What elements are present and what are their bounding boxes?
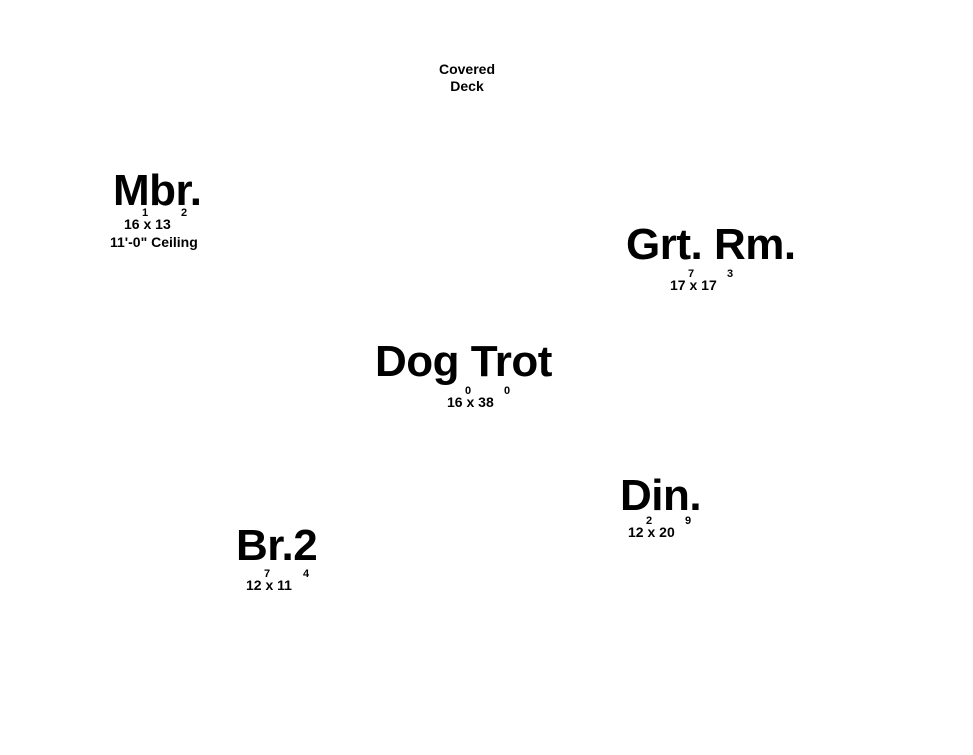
room-dimensions: 17 x 17 7 3: [670, 268, 796, 294]
room-dimensions: 16 x 38 0 0: [447, 385, 552, 411]
dim-width: 12: [246, 577, 262, 593]
dim-width: 16: [447, 394, 463, 410]
room-dining: Din. 12 x 20 2 9: [620, 471, 702, 541]
room-name: Mbr.: [113, 166, 202, 215]
dim-length: 38: [478, 394, 494, 410]
dim-length: 11: [277, 577, 292, 593]
room-master-bedroom: Mbr. 16 x 13 1 2 11'-0" Ceiling: [110, 166, 202, 250]
room-great-room: Grt. Rm. 17 x 17 7 3: [626, 220, 796, 294]
dim-width-inches: 7: [688, 268, 695, 280]
dim-width: 12: [628, 524, 644, 540]
dim-separator: x: [466, 394, 475, 410]
room-name: Dog Trot: [375, 337, 552, 386]
dim-width-inches: 7: [264, 568, 271, 580]
room-dimensions: 12 x 11 7 4: [246, 568, 317, 594]
room-name: Grt. Rm.: [626, 220, 796, 269]
dim-length-inches: 2: [181, 207, 188, 219]
room-dog-trot: Dog Trot 16 x 38 0 0: [375, 337, 552, 411]
dim-length-inches: 4: [303, 568, 310, 580]
dim-length-inches: 0: [504, 385, 511, 397]
room-dimensions: 12 x 20 2 9: [628, 515, 701, 541]
dim-width-inches: 2: [646, 515, 653, 527]
ceiling-note: 11'-0" Ceiling: [110, 234, 198, 250]
dim-length-inches: 3: [727, 268, 734, 280]
dim-length: 17: [701, 277, 717, 293]
dim-width-inches: 0: [465, 385, 472, 397]
room-bedroom-2: Br.2 12 x 11 7 4: [236, 521, 318, 594]
dim-width: 17: [670, 277, 686, 293]
dim-separator: x: [143, 216, 152, 232]
dim-separator: x: [689, 277, 698, 293]
dim-separator: x: [647, 524, 656, 540]
deck-line-2: Deck: [450, 78, 484, 94]
dim-length-inches: 9: [685, 515, 692, 527]
dim-width-inches: 1: [142, 207, 149, 219]
deck-line-1: Covered: [438, 61, 496, 77]
dim-length: 13: [155, 216, 171, 232]
room-name: Br.2: [236, 521, 318, 570]
dim-width: 16: [124, 216, 140, 232]
dim-length: 20: [659, 524, 675, 540]
room-dimensions: 16 x 13 1 2: [124, 207, 201, 233]
covered-deck-label: Covered Deck: [417, 61, 517, 95]
dim-separator: x: [265, 577, 274, 593]
room-name: Din.: [620, 471, 702, 520]
